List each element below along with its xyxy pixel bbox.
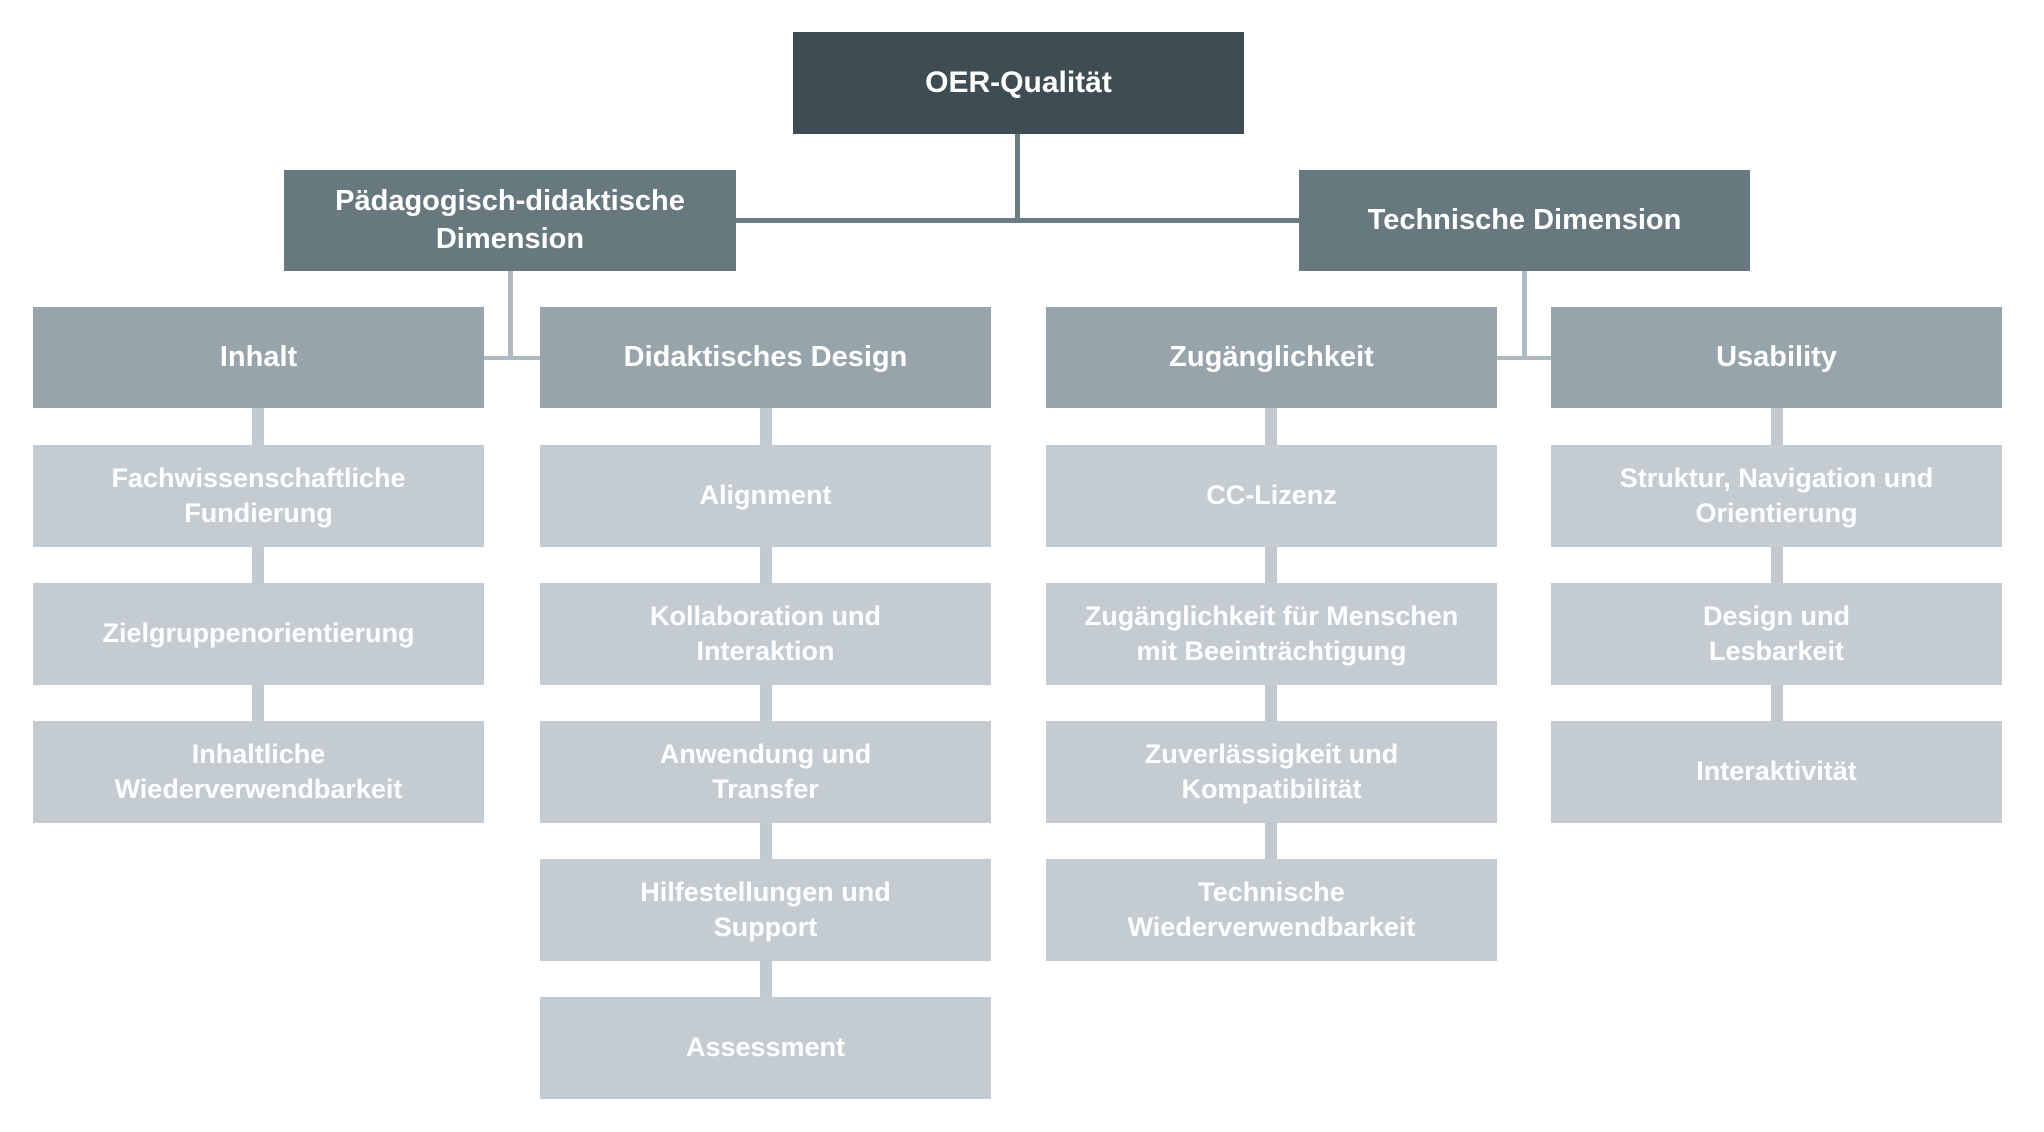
node-design-und-lesbarkeit-label: Design und Lesbarkeit — [1703, 600, 1850, 666]
node-fachwissenschaftliche-fundierung: Fachwissenschaftliche Fundierung — [33, 445, 484, 547]
node-technische-wiederverwendbarkeit-label: Technische Wiederverwendbarkeit — [1127, 876, 1416, 942]
node-hilfestellungen-und-support-label: Hilfestellungen und Support — [640, 876, 891, 942]
node-zugaenglichkeit: Zugänglichkeit — [1046, 307, 1497, 408]
node-zuverlaessigkeit-und-kompatibilitaet-label: Zuverlässigkeit und Kompatibilität — [1144, 738, 1399, 804]
connector-right-dim-vertical — [1522, 271, 1527, 360]
node-usability-label: Usability — [1716, 341, 1837, 373]
node-kollaboration-und-interaktion-label: Kollaboration und Interaktion — [650, 600, 881, 666]
node-paedagogisch-didaktische-dimension: Pädagogisch-didaktische Dimension — [284, 170, 736, 271]
connector-col4-seg3 — [1771, 685, 1783, 721]
node-zugaenglichkeit-label: Zugänglichkeit — [1169, 341, 1374, 373]
node-zuverlaessigkeit-und-kompatibilitaet: Zuverlässigkeit und Kompatibilität — [1046, 721, 1497, 823]
node-struktur-navigation-orientierung-label: Struktur, Navigation und Orientierung — [1619, 462, 1934, 528]
node-zugaenglichkeit-fuer-menschen: Zugänglichkeit für Menschen mit Beeinträ… — [1046, 583, 1497, 685]
node-oer-qualitaet-label: OER-Qualität — [925, 66, 1112, 99]
connector-col2-seg3 — [760, 685, 772, 721]
connector-col1-seg1 — [252, 408, 264, 445]
node-inhalt-label: Inhalt — [219, 341, 298, 373]
connector-left-dim-branch — [484, 356, 540, 360]
connector-col3-seg2 — [1265, 547, 1277, 583]
node-didaktisches-design: Didaktisches Design — [540, 307, 991, 408]
node-technische-dimension-label: Technische Dimension — [1367, 203, 1682, 236]
connector-col1-seg3 — [252, 685, 264, 721]
node-inhalt: Inhalt — [33, 307, 484, 408]
node-paedagogisch-didaktische-dimension-label: Pädagogisch-didaktische Dimension — [335, 185, 685, 255]
node-kollaboration-und-interaktion: Kollaboration und Interaktion — [540, 583, 991, 685]
connector-col2-seg4 — [760, 823, 772, 859]
node-fachwissenschaftliche-fundierung-label: Fachwissenschaftliche Fundierung — [111, 462, 406, 528]
node-cc-lizenz-label: CC-Lizenz — [1206, 480, 1337, 511]
node-technische-wiederverwendbarkeit: Technische Wiederverwendbarkeit — [1046, 859, 1497, 961]
connector-right-dim-branch — [1497, 356, 1551, 360]
connector-col1-seg2 — [252, 547, 264, 583]
node-inhaltliche-wiederverwendbarkeit: Inhaltliche Wiederverwendbarkeit — [33, 721, 484, 823]
connector-left-dim-vertical — [508, 271, 513, 360]
node-zielgruppenorientierung: Zielgruppenorientierung — [33, 583, 484, 685]
node-inhaltliche-wiederverwendbarkeit-label: Inhaltliche Wiederverwendbarkeit — [114, 738, 403, 804]
node-oer-qualitaet: OER-Qualität — [793, 32, 1244, 134]
node-anwendung-und-transfer-label: Anwendung und Transfer — [659, 738, 872, 804]
connector-col4-seg1 — [1771, 408, 1783, 445]
connector-col3-seg4 — [1265, 823, 1277, 859]
connector-col2-seg2 — [760, 547, 772, 583]
node-interaktivitaet: Interaktivität — [1551, 721, 2002, 823]
node-struktur-navigation-orientierung: Struktur, Navigation und Orientierung — [1551, 445, 2002, 547]
node-assessment-label: Assessment — [685, 1032, 846, 1063]
node-technische-dimension: Technische Dimension — [1299, 170, 1750, 271]
node-zugaenglichkeit-fuer-menschen-label: Zugänglichkeit für Menschen mit Beeinträ… — [1084, 600, 1459, 666]
connector-col2-seg5 — [760, 961, 772, 997]
node-zielgruppenorientierung-label: Zielgruppenorientierung — [102, 618, 415, 649]
connector-col3-seg1 — [1265, 408, 1277, 445]
node-design-und-lesbarkeit: Design und Lesbarkeit — [1551, 583, 2002, 685]
node-alignment-label: Alignment — [699, 480, 832, 511]
node-usability: Usability — [1551, 307, 2002, 408]
connector-col2-seg1 — [760, 408, 772, 445]
node-cc-lizenz: CC-Lizenz — [1046, 445, 1497, 547]
node-hilfestellungen-und-support: Hilfestellungen und Support — [540, 859, 991, 961]
connector-col4-seg2 — [1771, 547, 1783, 583]
node-assessment: Assessment — [540, 997, 991, 1099]
connector-col3-seg3 — [1265, 685, 1277, 721]
connector-dimensions-horizontal — [736, 218, 1299, 223]
node-alignment: Alignment — [540, 445, 991, 547]
connector-root-vertical — [1015, 134, 1020, 222]
node-anwendung-und-transfer: Anwendung und Transfer — [540, 721, 991, 823]
node-didaktisches-design-label: Didaktisches Design — [623, 341, 908, 373]
node-interaktivitaet-label: Interaktivität — [1696, 756, 1857, 787]
